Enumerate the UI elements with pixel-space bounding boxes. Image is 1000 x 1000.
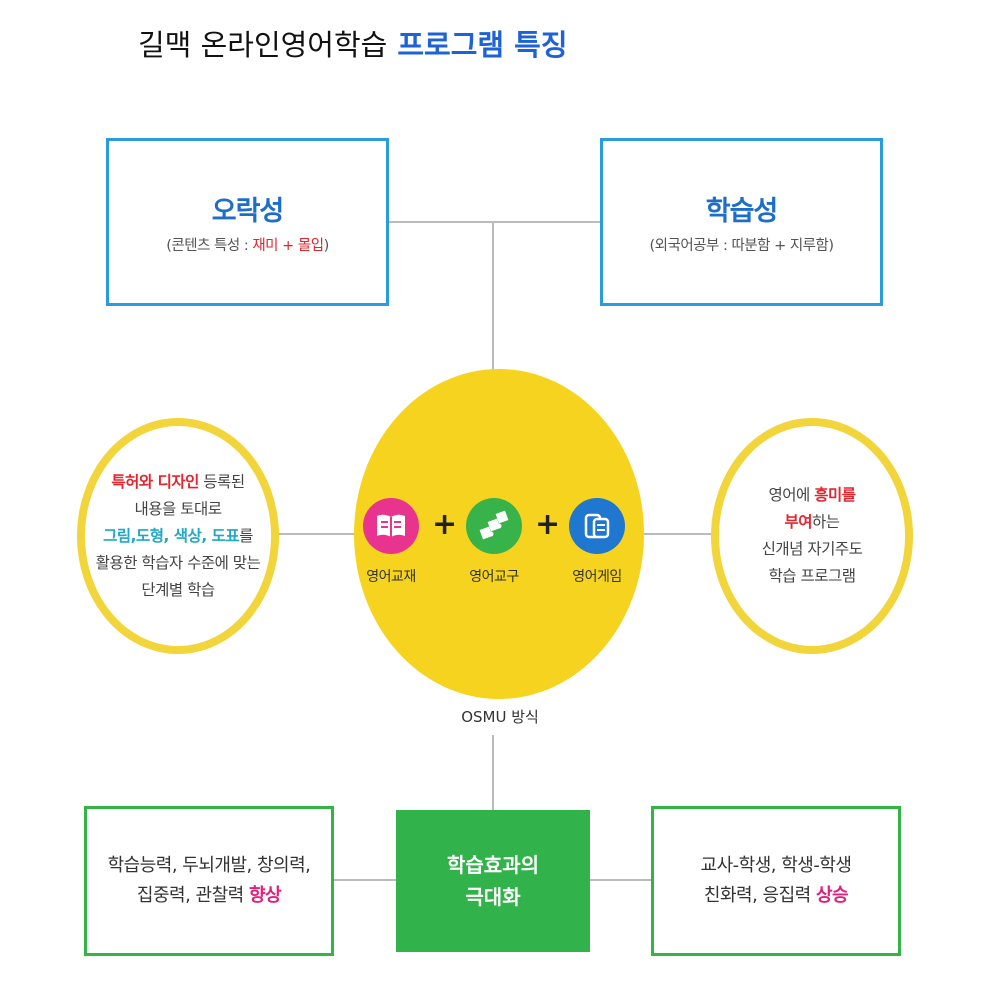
sub-prefix: (콘텐츠 특성 : — [166, 238, 253, 254]
oval-interest-line3: 신개념 자기주도 — [761, 540, 863, 558]
box-relationships-line2: 친화력, 응집력 상승 — [703, 881, 849, 911]
box-abilities-line1: 학습능력, 두뇌개발, 창의력, — [107, 855, 311, 876]
plus-sign-1: + — [432, 507, 458, 542]
patent-rest: 등록된 — [198, 472, 245, 491]
box-relationships-line1: 교사-학생, 학생-학생 — [700, 855, 852, 876]
puzzle-icon — [466, 498, 522, 554]
oval-patent-line2: 내용을 토대로 — [134, 499, 222, 518]
oval-interest: 영어에 흥미를 부여하는 신개념 자기주도 학습 프로그램 — [711, 418, 913, 654]
relationships-prefix: 친화력, 응집력 — [703, 885, 816, 906]
oval-patent-line1: 특허와 디자인 등록된 — [96, 469, 261, 496]
grant-rest: 하는 — [812, 513, 840, 531]
plus-sign-2: + — [535, 507, 561, 542]
box-maximize-effect: 학습효과의 극대화 — [396, 810, 590, 952]
page-title: 길맥 온라인영어학습 프로그램 특징 — [138, 20, 568, 70]
sub-suffix: ) — [323, 238, 330, 254]
graphics-rest: 를 — [239, 526, 253, 545]
title-highlight: 프로그램 특징 — [397, 28, 568, 62]
book-icon — [363, 498, 419, 554]
oval-interest-line1: 영어에 흥미를 — [762, 482, 863, 509]
abilities-highlight: 향상 — [248, 885, 282, 906]
maximize-line1: 학습효과의 — [447, 853, 539, 877]
oval-interest-text: 영어에 흥미를 부여하는 신개념 자기주도 학습 프로그램 — [762, 482, 863, 590]
title-main: 길맥 온라인영어학습 — [138, 28, 388, 62]
oval-patent-line4: 활용한 학습자 수준에 맞는 — [95, 553, 261, 572]
box-learning: 학습성 (외국어공부 : 따분함 + 지루함) — [600, 138, 883, 306]
patent-highlight: 특허와 디자인 — [111, 472, 199, 491]
oval-interest-line2: 부여하는 — [762, 509, 863, 536]
abilities-prefix: 집중력, 관찰력 — [136, 885, 249, 906]
box-entertainment-title: 오락성 — [211, 196, 285, 227]
grant-highlight: 부여 — [784, 513, 812, 531]
oval-interest-line4: 학습 프로그램 — [768, 567, 856, 585]
graphics-highlight: 그림,도형, 색상, 도표 — [103, 526, 240, 545]
box-abilities: 학습능력, 두뇌개발, 창의력, 집중력, 관찰력 향상 — [84, 806, 334, 956]
box-relationships: 교사-학생, 학생-학생 친화력, 응집력 상승 — [651, 806, 901, 956]
label-english-game: 영어게임 — [572, 569, 622, 585]
label-english-tools: 영어교구 — [469, 569, 519, 585]
maximize-line2: 극대화 — [465, 885, 521, 909]
sub-highlight: 재미 + 몰입 — [252, 238, 324, 254]
box-abilities-line2: 집중력, 관찰력 향상 — [136, 881, 282, 911]
relationships-highlight: 상승 — [815, 885, 849, 906]
game-icon — [569, 498, 625, 554]
box-entertainment: 오락성 (콘텐츠 특성 : 재미 + 몰입) — [106, 138, 389, 306]
box-learning-title: 학습성 — [705, 196, 779, 227]
oval-patent-text: 특허와 디자인 등록된 내용을 토대로 그림,도형, 색상, 도표를 활용한 학… — [96, 469, 261, 604]
oval-patent: 특허와 디자인 등록된 내용을 토대로 그림,도형, 색상, 도표를 활용한 학… — [77, 418, 279, 654]
oval-patent-line5: 단계별 학습 — [141, 580, 215, 599]
label-english-textbook: 영어교재 — [366, 569, 416, 585]
box-learning-subtitle: (외국어공부 : 따분함 + 지루함) — [649, 238, 834, 254]
box-entertainment-subtitle: (콘텐츠 특성 : 재미 + 몰입) — [166, 234, 330, 255]
interest-highlight: 흥미를 — [814, 486, 856, 504]
interest-prefix: 영어에 — [768, 486, 815, 504]
osmu-caption: OSMU 방식 — [461, 708, 539, 726]
oval-patent-line3: 그림,도형, 색상, 도표를 — [96, 523, 261, 550]
